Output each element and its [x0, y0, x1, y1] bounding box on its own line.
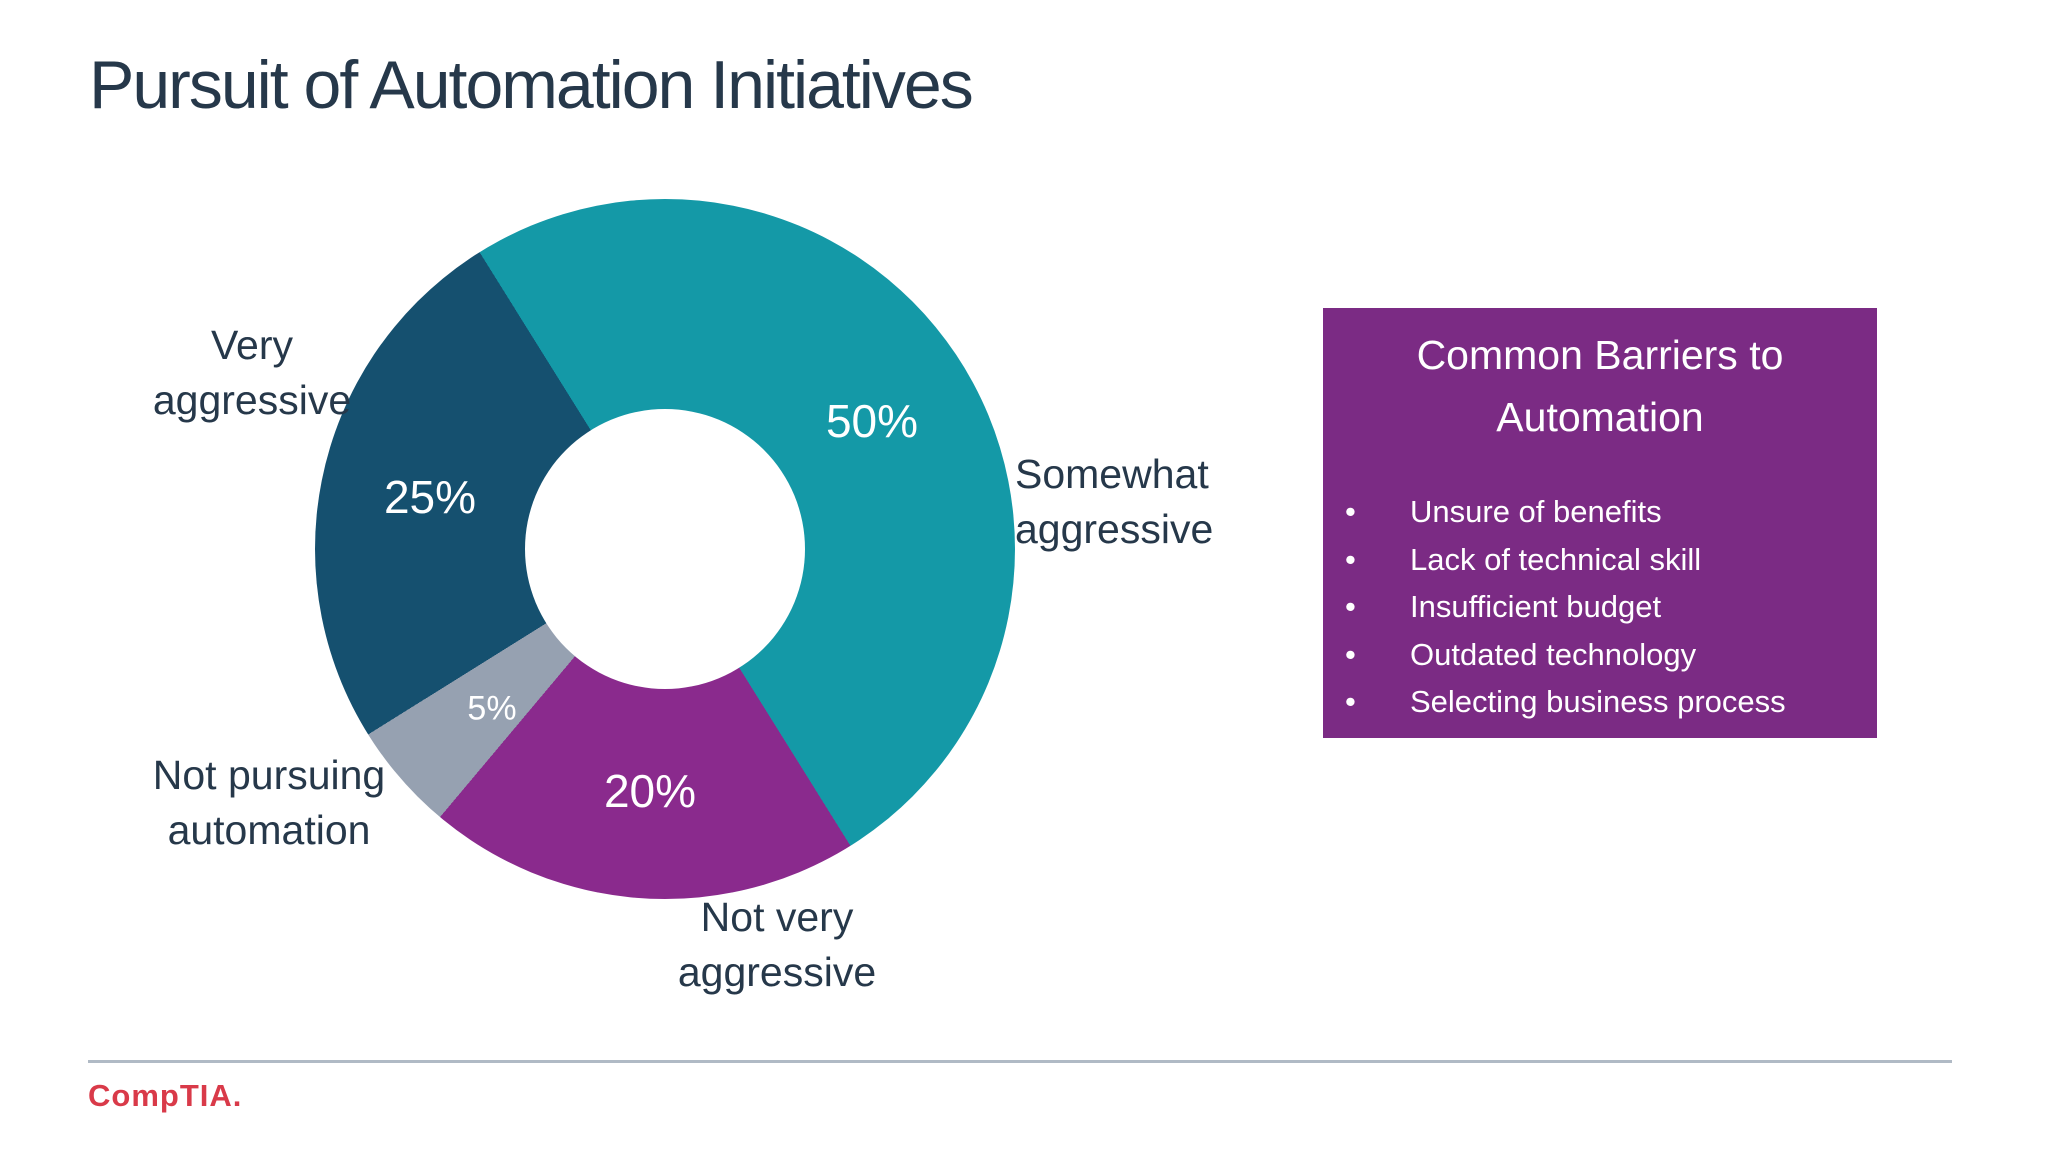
barriers-list: • Unsure of benefits • Lack of technical… — [1323, 488, 1877, 726]
footer-divider — [88, 1060, 1952, 1063]
slice-callout-very-aggressive: Very aggressive — [92, 318, 412, 428]
callout-line: aggressive — [1015, 506, 1214, 552]
callout-line: Not pursuing — [152, 752, 386, 798]
slice-value-label-not-very-aggressive: 20% — [603, 765, 697, 817]
donut-chart — [315, 199, 1015, 899]
callout-line: Not very — [700, 894, 854, 940]
donut-hole — [525, 409, 805, 689]
barriers-panel-title: Common Barriers to Automation — [1333, 324, 1867, 448]
callout-line: automation — [167, 807, 371, 853]
barriers-panel: Common Barriers to Automation • Unsure o… — [1323, 308, 1877, 738]
page-title: Pursuit of Automation Initiatives — [89, 47, 974, 123]
slice-callout-somewhat-aggressive: Somewhat aggressive — [1015, 447, 1213, 557]
callout-line: aggressive — [677, 949, 877, 995]
callout-line: aggressive — [152, 377, 352, 423]
slice-value-label-somewhat-aggressive: 50% — [825, 395, 919, 447]
bullet-icon: • — [1345, 684, 1356, 719]
slice-callout-not-very-aggressive: Not very aggressive — [597, 890, 957, 1000]
barriers-title-line: Automation — [1496, 394, 1704, 440]
bullet-icon: • — [1345, 589, 1356, 624]
barrier-item: • Outdated technology — [1323, 631, 1877, 679]
barrier-item-label: Lack of technical skill — [1410, 541, 1702, 577]
slice-value-label-very-aggressive: 25% — [383, 471, 477, 523]
bullet-icon: • — [1345, 541, 1356, 577]
barrier-item-label: Insufficient budget — [1410, 589, 1662, 624]
barrier-item: • Insufficient budget — [1323, 583, 1877, 631]
barrier-item: • Lack of technical skill — [1323, 536, 1877, 584]
barrier-item-label: Unsure of benefits — [1410, 494, 1662, 529]
barriers-title-line: Common Barriers to — [1416, 332, 1784, 378]
comptia-logo: CompTIA. — [88, 1078, 243, 1113]
barrier-item-label: Selecting business process — [1410, 684, 1786, 719]
barrier-item: • Selecting business process — [1323, 678, 1877, 726]
barrier-item: • Unsure of benefits — [1323, 488, 1877, 536]
callout-line: Somewhat — [1015, 451, 1209, 497]
barrier-item-label: Outdated technology — [1410, 636, 1697, 672]
slice-value-label-not-pursuing: 5% — [467, 689, 517, 728]
slice-callout-not-pursuing: Not pursuing automation — [89, 748, 449, 858]
bullet-icon: • — [1345, 494, 1356, 529]
bullet-icon: • — [1345, 636, 1356, 672]
callout-line: Very — [210, 322, 294, 368]
